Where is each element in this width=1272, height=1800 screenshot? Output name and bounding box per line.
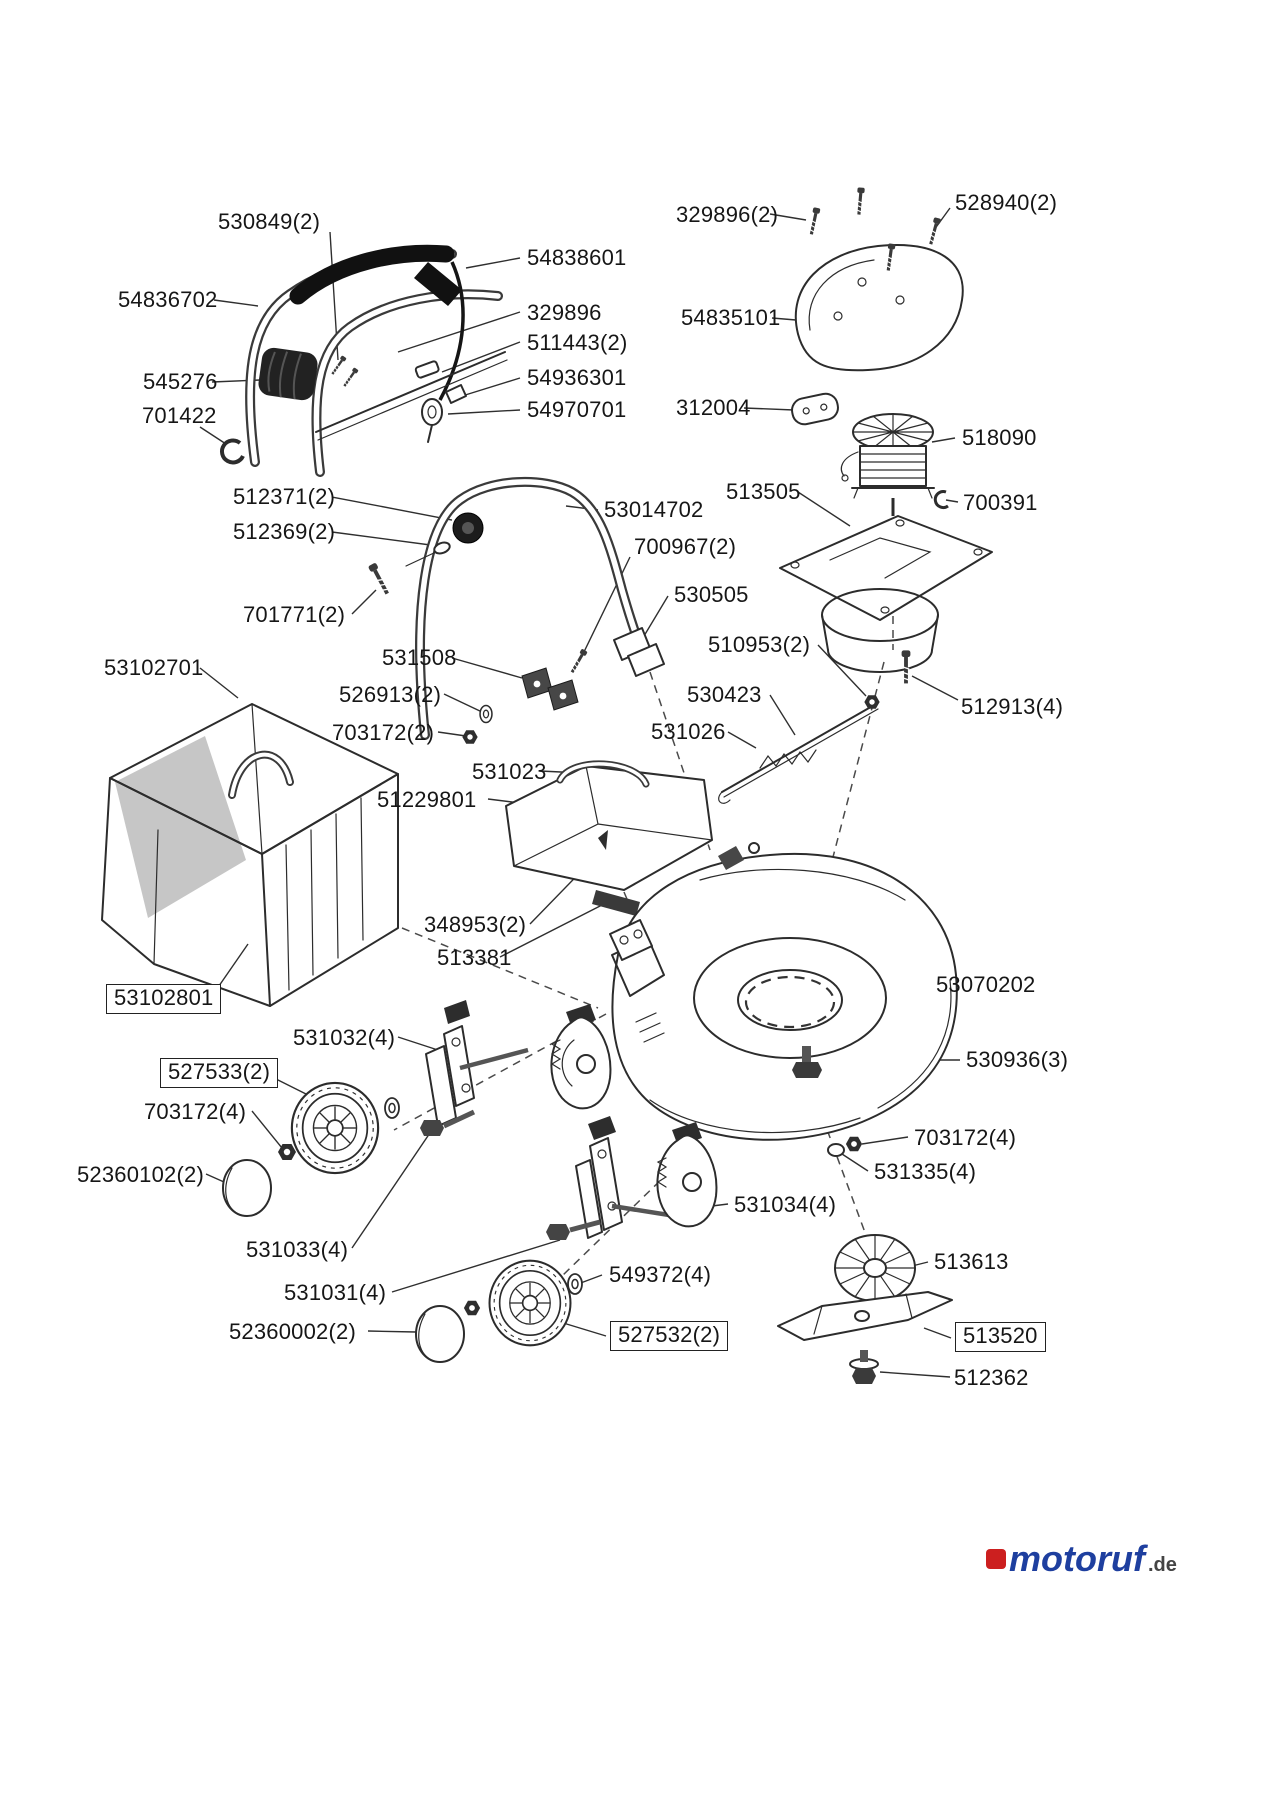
part-label: 703172(2) <box>332 720 435 745</box>
part-label: 329896(2) <box>676 202 779 227</box>
part-label: 528940(2) <box>955 190 1058 215</box>
wheels-drawing <box>222 1081 583 1363</box>
part-label: 513505 <box>726 479 801 504</box>
handle-grip <box>289 244 455 305</box>
part-label: 526913(2) <box>339 682 442 707</box>
part-label: 53102801 <box>106 984 222 1015</box>
part-label: 531034(4) <box>734 1192 837 1217</box>
part-label: 512913(4) <box>961 694 1064 719</box>
part-label: 530505 <box>674 582 749 607</box>
part-label: 703172(4) <box>914 1125 1017 1150</box>
part-label: 531031(4) <box>284 1280 387 1305</box>
part-label: 512371(2) <box>233 484 336 509</box>
part-label: 510953(2) <box>708 632 811 657</box>
capacitor-drawing <box>791 392 839 426</box>
grass-catcher-drawing <box>101 703 399 1007</box>
part-label: 545276 <box>143 369 218 394</box>
part-label: 53014702 <box>604 497 704 522</box>
part-label: 52360002(2) <box>229 1319 356 1344</box>
retaining-clip <box>933 490 949 510</box>
lower-handle-drawing <box>365 476 665 744</box>
c-clip <box>219 438 245 465</box>
part-label: 512369(2) <box>233 519 336 544</box>
part-label: 527533(2) <box>160 1058 279 1089</box>
motoruf-logo[interactable]: motoruf .de <box>986 1538 1177 1580</box>
rod-spring-drawing <box>718 695 880 804</box>
part-label: 348953(2) <box>424 912 527 937</box>
part-label: 531335(4) <box>874 1159 977 1184</box>
part-label: 512362 <box>954 1365 1029 1390</box>
part-label: 531026 <box>651 719 726 744</box>
part-label: 54838601 <box>527 245 627 270</box>
part-label: 549372(4) <box>609 1262 712 1287</box>
part-label: 527532(2) <box>610 1321 729 1352</box>
motoruf-tld-text: .de <box>1147 1554 1177 1576</box>
part-label: 513381 <box>437 945 512 970</box>
part-label: 54936301 <box>527 365 627 390</box>
mount-plate-drawing <box>779 515 993 686</box>
part-label: 511443(2) <box>527 330 628 355</box>
part-label: 700391 <box>963 490 1038 515</box>
motoruf-logo-mark <box>986 1549 1006 1569</box>
part-label: 54835101 <box>681 305 781 330</box>
part-label: 701771(2) <box>243 602 346 627</box>
cable <box>438 261 465 401</box>
part-label: 703172(4) <box>144 1099 247 1124</box>
part-label: 530423 <box>687 682 762 707</box>
height-adjuster-right-drawing <box>546 1116 718 1240</box>
z-clip <box>445 384 467 404</box>
part-label: 513520 <box>955 1322 1046 1353</box>
part-label: 52360102(2) <box>77 1162 204 1187</box>
deck-drawing <box>609 842 958 1141</box>
part-label: 53102701 <box>104 655 204 680</box>
mulch-plug-drawing <box>505 760 713 916</box>
part-label: 701422 <box>142 403 217 428</box>
height-adjuster-left-drawing <box>425 1000 612 1127</box>
foam-pad <box>258 347 318 401</box>
fan-blade-drawing <box>777 1136 953 1384</box>
part-label: 312004 <box>676 395 751 420</box>
part-label: 531033(4) <box>246 1237 349 1262</box>
part-label: 531032(4) <box>293 1025 396 1050</box>
motor-drawing <box>840 413 949 516</box>
engine-cover-drawing <box>794 185 964 372</box>
spacer-bushing <box>414 360 440 379</box>
part-label: 531023 <box>472 759 547 784</box>
part-label: 513613 <box>934 1249 1009 1274</box>
part-label: 530936(3) <box>966 1047 1069 1072</box>
part-label: 700967(2) <box>634 534 737 559</box>
wheel-cover <box>222 1159 272 1217</box>
part-label: 518090 <box>962 425 1037 450</box>
part-label: 530849(2) <box>218 209 321 234</box>
part-label: 329896 <box>527 300 602 325</box>
upper-handle-drawing <box>219 244 508 477</box>
part-label: 531508 <box>382 645 457 670</box>
part-label: 54970701 <box>527 397 627 422</box>
wheel-cover <box>415 1305 465 1363</box>
motoruf-brand-text: motoruf <box>1009 1538 1145 1579</box>
part-label: 54836702 <box>118 287 218 312</box>
cable-clamp <box>421 398 443 426</box>
part-label: 51229801 <box>377 787 477 812</box>
part-label: 53070202 <box>936 972 1036 997</box>
